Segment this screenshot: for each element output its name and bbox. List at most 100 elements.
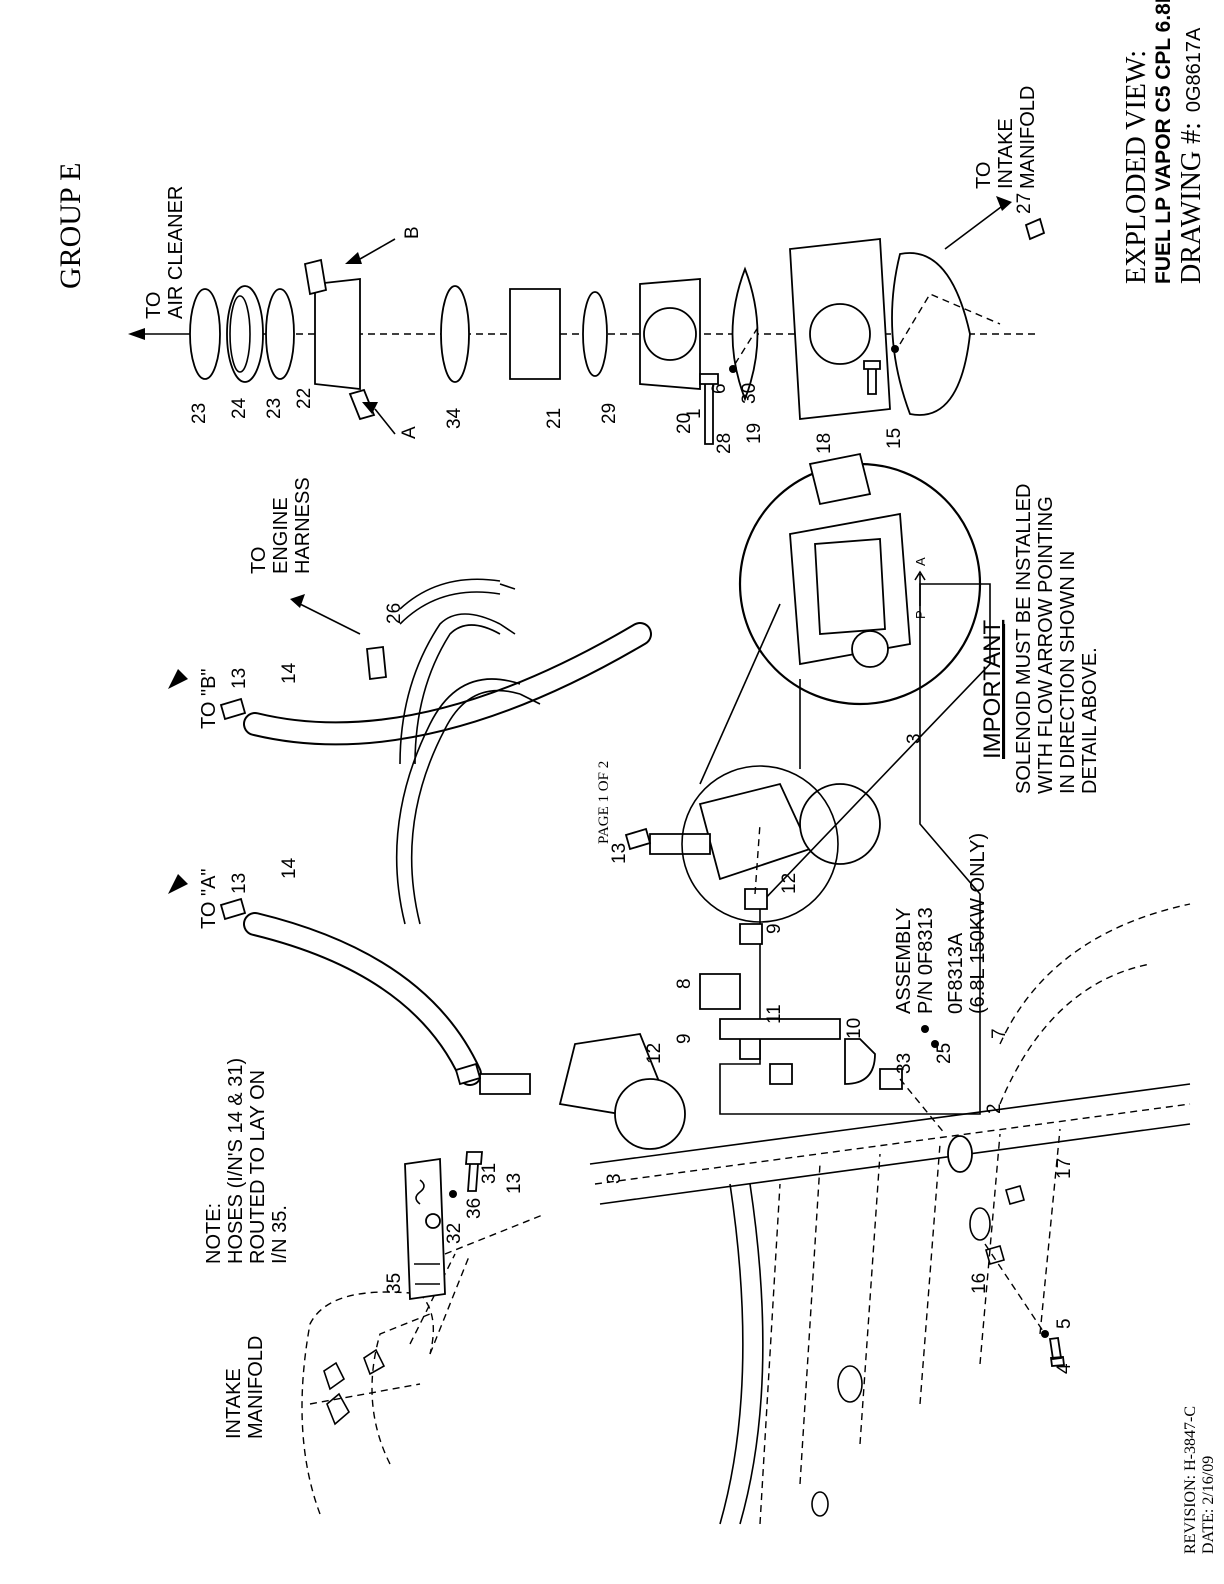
callout-letter-b: B: [402, 226, 423, 239]
part-num-2: 2: [984, 1103, 1005, 1114]
part-num-23-b: 23: [264, 398, 285, 419]
part-num-26: 26: [384, 603, 405, 624]
part-num-13-b: 13: [229, 668, 250, 689]
part-num-13-c: 13: [504, 1173, 525, 1194]
important-note: IMPORTANT SOLENOID MUST BE INSTALLED WIT…: [979, 484, 1101, 794]
lockwasher-36: [449, 1190, 457, 1198]
frame-front-edge: [719, 1183, 764, 1525]
part-num-3-upper: 3: [904, 733, 925, 744]
date-label: DATE: 2/16/09: [1200, 1456, 1217, 1554]
assembly-line4: (6.8L 150KW ONLY): [967, 833, 989, 1014]
solenoid-lower-regulator: [614, 1078, 686, 1150]
nut-7: [921, 1025, 929, 1033]
group-label: GROUP E: [54, 163, 87, 289]
assembly-to-flange: [899, 1078, 946, 1135]
solenoid-upper-regulator: [799, 783, 881, 865]
title-line1: EXPLODED VIEW:: [1121, 50, 1152, 284]
intake-manifold-left: INTAKE MANIFOLD: [223, 1253, 471, 1515]
seal-24: [226, 285, 264, 383]
seal-24-inner: [229, 295, 251, 373]
oring-23-bottom: [265, 288, 295, 380]
frame-rail-dash: [594, 1103, 1191, 1185]
part-num-8: 8: [674, 978, 695, 989]
manifold-fittings: [323, 1348, 386, 1426]
part-num-13-d: 13: [609, 843, 630, 864]
hose-b-fill: [245, 624, 650, 744]
note-line2: HOSES (I/N'S 14 & 31): [225, 1058, 247, 1264]
arrow-to-a: [168, 874, 188, 894]
washer-25: [931, 1040, 939, 1048]
pipe-11: [719, 1018, 841, 1040]
part-num-14-b: 14: [279, 662, 300, 684]
to-air-cleaner-line2: AIR CLEANER: [165, 186, 187, 319]
clamp-13-upper: [624, 827, 652, 851]
detail-barb: [808, 452, 872, 506]
frame-rail-1: [589, 1083, 1191, 1205]
part-num-27: 27: [1014, 193, 1035, 214]
drawing-number-label: DRAWING #:: [1176, 122, 1207, 284]
important-line1: SOLENOID MUST BE INSTALLED: [1013, 484, 1035, 794]
callout-letter-a: A: [399, 426, 420, 439]
assembly-outline: [719, 583, 991, 1115]
bolt-4: [1048, 1336, 1066, 1367]
important-line3: IN DIRECTION SHOWN IN: [1057, 551, 1079, 794]
part-num-30: 30: [739, 383, 760, 404]
page-label: PAGE 1 OF 2: [596, 761, 612, 844]
tee-8: [699, 973, 741, 1010]
detail-leader-1: [699, 603, 781, 785]
part-num-7: 7: [989, 1028, 1010, 1039]
washer-30-line: [734, 323, 761, 365]
solenoid-lower-barb: [479, 1073, 531, 1095]
arrow-a: [362, 402, 378, 414]
part-num-4: 4: [1054, 1363, 1075, 1374]
leader-a: [374, 408, 396, 435]
important-line2: WITH FLOW ARROW POINTING: [1035, 496, 1057, 794]
part-num-3-lower: 3: [604, 1173, 625, 1184]
bolt-28: [699, 373, 719, 445]
frame-right-dashes: [999, 903, 1191, 1105]
manifold-outline-3: [309, 1383, 421, 1405]
hose-a-fill: [245, 914, 480, 1084]
washer-6: [891, 345, 899, 353]
nipple-12-b: [744, 888, 768, 910]
harness-connector: [366, 645, 387, 681]
bracket-mount-line: [444, 1213, 546, 1255]
part-num-33: 33: [894, 1053, 915, 1074]
bolt-1: [863, 360, 881, 395]
bracket-35: [404, 1151, 546, 1301]
part-num-1: 1: [684, 408, 705, 419]
title-line3: DRAWING #: 0G8617A: [1176, 27, 1207, 284]
intake-manifold-left-line1: INTAKE: [223, 1368, 245, 1439]
note-line3: ROUTED TO LAY ON: [247, 1070, 269, 1264]
to-intake-line2: INTAKE: [995, 118, 1017, 189]
to-harness-line3: HARNESS: [292, 477, 314, 574]
leader-b: [359, 238, 396, 260]
part-num-25: 25: [934, 1043, 955, 1064]
part-num-6: 6: [709, 383, 730, 394]
washer-6-line: [899, 293, 1001, 345]
gasket-19: [731, 266, 759, 402]
frame-surface-dashes: [759, 1128, 1061, 1525]
detail-fitting: [851, 630, 889, 668]
part-num-12-a: 12: [644, 1043, 665, 1064]
harness-wire-1b: [410, 689, 521, 925]
flange-2: [947, 1135, 973, 1173]
part-num-17: 17: [1054, 1158, 1075, 1179]
clamp-13-b-top: [219, 697, 247, 721]
solenoid-upper-body: [698, 782, 812, 881]
clamp-13-a-top: [219, 897, 247, 921]
part-num-34: 34: [444, 407, 465, 429]
note-block: NOTE: HOSES (I/N'S 14 & 31) ROUTED TO LA…: [203, 1058, 291, 1264]
note-line4: I/N 35.: [269, 1205, 291, 1264]
clamp-29: [582, 291, 608, 377]
gasket-15: [891, 252, 971, 416]
part-num-28: 28: [714, 433, 735, 454]
mixer-20-throat: [643, 307, 697, 361]
frame-hole-3: [811, 1491, 829, 1517]
nipple-33: [879, 1068, 903, 1090]
title-line2: FUEL LP VAPOR C5 CPL 6.8L: [1152, 0, 1175, 284]
washer-30: [729, 365, 737, 373]
arrow-to-harness: [290, 594, 305, 608]
part-num-10: 10: [844, 1018, 865, 1039]
